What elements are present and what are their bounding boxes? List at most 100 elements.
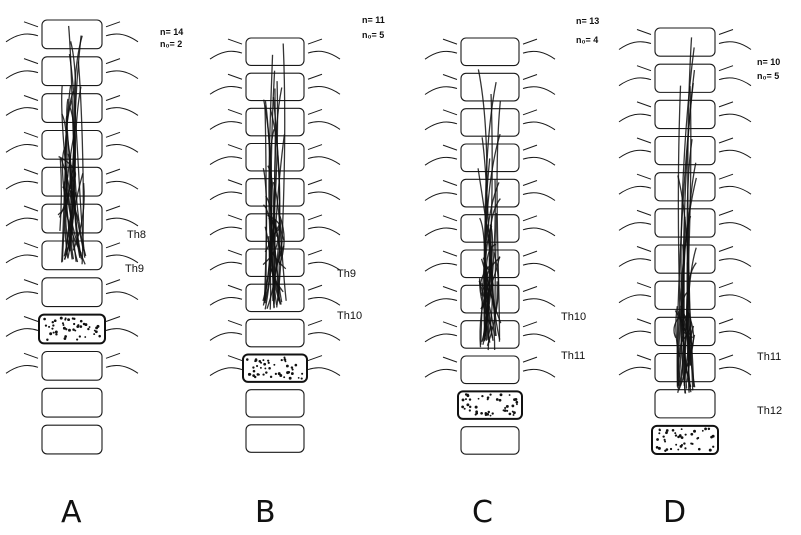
panel-letter: B xyxy=(255,495,276,530)
rib-right xyxy=(308,262,340,270)
process-left xyxy=(228,180,242,185)
termination-dot xyxy=(499,399,502,402)
termination-dot xyxy=(697,437,699,439)
rib-left xyxy=(425,122,457,130)
termination-dot xyxy=(83,323,86,326)
process-left xyxy=(443,216,457,221)
termination-dot xyxy=(481,395,483,397)
vertebra xyxy=(246,319,304,346)
termination-dot xyxy=(485,414,487,416)
rib-right xyxy=(523,87,555,95)
termination-dot xyxy=(68,329,71,332)
termination-dot xyxy=(466,403,469,406)
rib-right xyxy=(719,186,751,194)
termination-dot xyxy=(656,446,659,449)
rib-left xyxy=(6,181,38,189)
process-left xyxy=(443,39,457,44)
termination-dot xyxy=(698,448,701,451)
process-right xyxy=(719,210,733,215)
process-right xyxy=(308,250,322,255)
termination-dot xyxy=(489,393,491,395)
rib-left xyxy=(619,367,651,375)
process-left xyxy=(637,210,651,215)
termination-dot xyxy=(702,430,704,432)
vertebra xyxy=(42,388,102,417)
rib-right xyxy=(106,181,138,189)
process-left xyxy=(228,320,242,325)
rib-left xyxy=(210,297,242,305)
termination-dot xyxy=(72,328,75,331)
termination-dot xyxy=(464,408,466,410)
rib-left xyxy=(210,262,242,270)
level-label-upper: Th8 xyxy=(127,229,146,241)
process-left xyxy=(443,286,457,291)
process-right xyxy=(308,145,322,150)
stat-n: n= 14 xyxy=(160,27,183,37)
termination-dot xyxy=(656,438,659,441)
vertebra xyxy=(246,38,304,65)
process-left xyxy=(228,109,242,114)
termination-dot xyxy=(469,398,471,400)
termination-dot xyxy=(253,370,256,373)
rib-left xyxy=(210,227,242,235)
process-right xyxy=(106,280,120,285)
rib-left xyxy=(210,157,242,165)
process-right xyxy=(308,285,322,290)
termination-dot xyxy=(492,412,494,414)
rib-left xyxy=(210,86,242,94)
vertebra xyxy=(461,38,519,66)
termination-dot xyxy=(46,339,48,341)
process-right xyxy=(106,59,120,64)
process-right xyxy=(523,216,537,221)
rib-left xyxy=(6,108,38,116)
level-label-lower: Th9 xyxy=(125,263,144,275)
rib-left xyxy=(425,87,457,95)
termination-dot xyxy=(511,404,514,407)
process-left xyxy=(637,30,651,35)
termination-dot xyxy=(295,364,298,367)
termination-dot xyxy=(260,362,262,364)
termination-dot xyxy=(283,376,285,378)
rib-right xyxy=(106,108,138,116)
termination-dot xyxy=(43,318,46,321)
process-left xyxy=(228,215,242,220)
termination-dot xyxy=(77,324,79,326)
process-right xyxy=(308,215,322,220)
rib-right xyxy=(308,122,340,130)
termination-dot xyxy=(685,434,687,436)
termination-dot xyxy=(53,332,55,334)
termination-dot xyxy=(45,325,47,327)
rib-left xyxy=(210,122,242,130)
process-left xyxy=(24,206,38,211)
vertebra xyxy=(655,28,715,56)
process-left xyxy=(443,357,457,362)
termination-dot xyxy=(252,374,255,377)
rib-left xyxy=(425,369,457,377)
process-left xyxy=(443,322,457,327)
termination-dot xyxy=(98,335,101,338)
termination-dot xyxy=(675,444,677,446)
rib-right xyxy=(106,292,138,300)
rib-right xyxy=(719,259,751,267)
termination-dot xyxy=(268,362,270,364)
termination-dot xyxy=(512,411,514,413)
rib-left xyxy=(619,331,651,339)
termination-dot xyxy=(681,436,684,439)
rib-right xyxy=(719,150,751,158)
process-right xyxy=(719,66,733,71)
termination-dot xyxy=(249,373,251,375)
termination-dot xyxy=(674,432,676,434)
termination-dot xyxy=(490,415,492,417)
panel-a: n= 14 n₀= 2 Th8 Th9 A xyxy=(6,20,183,530)
termination-dot xyxy=(693,430,696,433)
termination-dot xyxy=(675,434,677,436)
termination-dot xyxy=(62,322,64,324)
termination-dot xyxy=(87,328,89,330)
termination-dot xyxy=(506,405,509,408)
process-left xyxy=(24,169,38,174)
termination-dot xyxy=(516,403,518,405)
level-label-lower: Th11 xyxy=(561,350,585,362)
termination-dot xyxy=(252,366,254,368)
termination-dot xyxy=(289,377,292,380)
